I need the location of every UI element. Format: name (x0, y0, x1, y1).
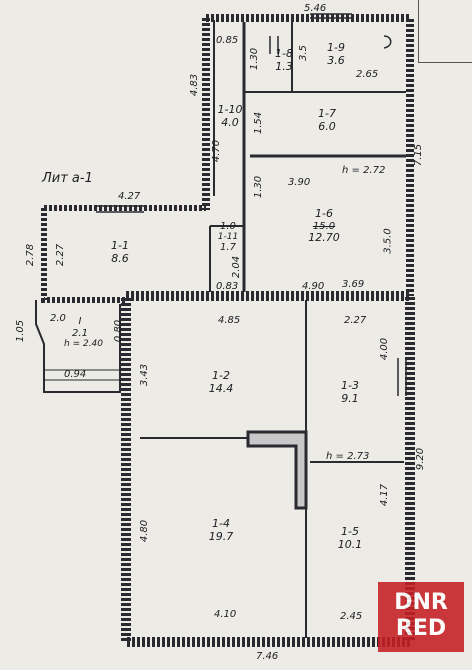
dim-left-low2: 4.80 (139, 519, 151, 543)
room-1-7: 1-7 6.0 (304, 107, 350, 133)
dim-r2-side: 0.80 (113, 319, 125, 343)
dim-left-upper: 4.83 (189, 73, 201, 97)
room-area: 1.7 (220, 242, 236, 254)
room-area: 19.7 (208, 529, 234, 543)
watermark-line1: DNR (394, 590, 448, 615)
room-1-3: 1-3 9.1 (330, 379, 370, 405)
dim-mid-b: 3.69 (342, 279, 365, 290)
watermark-line2: RED (395, 616, 447, 641)
room-id: 1-3 (341, 379, 359, 392)
windows (96, 13, 407, 396)
wall-1-11 (209, 225, 244, 292)
watermark-logo: DNR RED (378, 582, 464, 652)
wall-annex (41, 205, 206, 303)
wall-upper-block (202, 14, 414, 296)
room-area: 1.3 (275, 59, 293, 73)
room-1-10: 1-10 4.0 (216, 103, 244, 129)
dim-r2-w: 4.85 (218, 315, 241, 326)
dim-porch-h: 1.05 (15, 319, 27, 343)
dim-left-mid: 2.78 (25, 243, 37, 267)
room-area: 8.6 (111, 251, 129, 265)
room-1-2: 1-2 14.4 (196, 369, 246, 395)
dim-r11-c: 2.04 (231, 255, 243, 279)
porch (35, 300, 121, 393)
room-1-1: 1-1 8.6 (100, 239, 140, 265)
dim-left-mid2: 2.27 (55, 243, 67, 267)
dim-bottom: 7.46 (256, 651, 279, 662)
room-area: 4.0 (221, 115, 239, 129)
dim-porch-w: 2.0 (50, 313, 66, 324)
dim-top: 5.46 (304, 3, 327, 14)
dim-r5-h: 4.17 (379, 483, 391, 507)
dim-r3-w: 2.27 (344, 315, 367, 326)
room-id: 1-6 (315, 207, 333, 220)
dim-porch-ceiling: h = 2.40 (64, 339, 104, 349)
room-id: 1-11 (217, 232, 239, 242)
dim-small-1: 0.85 (216, 35, 239, 46)
room-area: 6.0 (318, 119, 336, 133)
room-id: 1-5 (341, 525, 359, 538)
room-area-crossed: 15.0 (312, 220, 336, 232)
room-area: 3.6 (327, 53, 345, 67)
room-id: 1-10 (217, 103, 243, 116)
room-area: 9.1 (341, 391, 359, 405)
room-1-11: 1-11 1.7 (214, 232, 242, 254)
dim-r10-w: 1.54 (253, 111, 265, 135)
dim-r5-w: 2.45 (340, 611, 363, 622)
dim-right-upper: 7.15 (413, 143, 425, 167)
porch-steps (44, 369, 120, 381)
stove (246, 430, 308, 510)
dim-r8-h: 1.30 (249, 47, 261, 71)
room-area: 10.1 (337, 537, 363, 551)
room-1-4: 1-4 19.7 (196, 517, 246, 543)
room-1-5: 1-5 10.1 (330, 525, 370, 551)
room-id: 1-8 (275, 47, 293, 60)
dim-r6-h: 3.5.0 (382, 228, 394, 254)
room-id: 1-4 (212, 517, 230, 530)
room-id: 1-9 (327, 41, 345, 54)
room-id: I (78, 316, 82, 327)
room-id: 1-1 (111, 239, 129, 252)
dim-r6-ceiling: h = 2.72 (342, 165, 386, 176)
room-id: 1-2 (212, 369, 230, 382)
room-area: 2.1 (72, 327, 88, 339)
wall-lower-block (121, 291, 415, 647)
dim-r4-w: 4.10 (214, 609, 237, 620)
dim-left-upper2: 4.70 (211, 139, 223, 163)
dim-right-lower: 9.20 (415, 447, 427, 471)
room-1-8: 1-8 1.3 (266, 47, 302, 73)
room-id: 1-7 (318, 107, 336, 120)
room-1-9: 1-9 3.6 (316, 41, 356, 67)
room-area: 12.70 (308, 231, 340, 245)
plumbing (269, 35, 392, 54)
dim-left-low1: 3.43 (139, 363, 151, 387)
dim-r6-w: 3.90 (288, 177, 311, 188)
room-1-6: 1-6 15.0 12.70 (296, 207, 352, 245)
room-porch: I 2.1 (60, 316, 100, 339)
dim-r11-a: 1.0 (220, 221, 236, 232)
dim-r9-w: 2.65 (356, 69, 379, 80)
dim-porch-b: 0.94 (64, 369, 87, 380)
room-area: 14.4 (208, 381, 234, 395)
dim-r11-d: 0.83 (216, 281, 239, 292)
dim-r11-b: 1.30 (253, 175, 265, 199)
corner-stamp (418, 0, 472, 63)
dim-r3-h: 4.00 (379, 337, 391, 361)
dim-annex-top: 4.27 (118, 191, 141, 202)
dim-r3-ceiling: h = 2.73 (326, 451, 370, 462)
letter-label: Лит а-1 (42, 171, 93, 186)
dim-mid-a: 4.90 (302, 281, 325, 292)
